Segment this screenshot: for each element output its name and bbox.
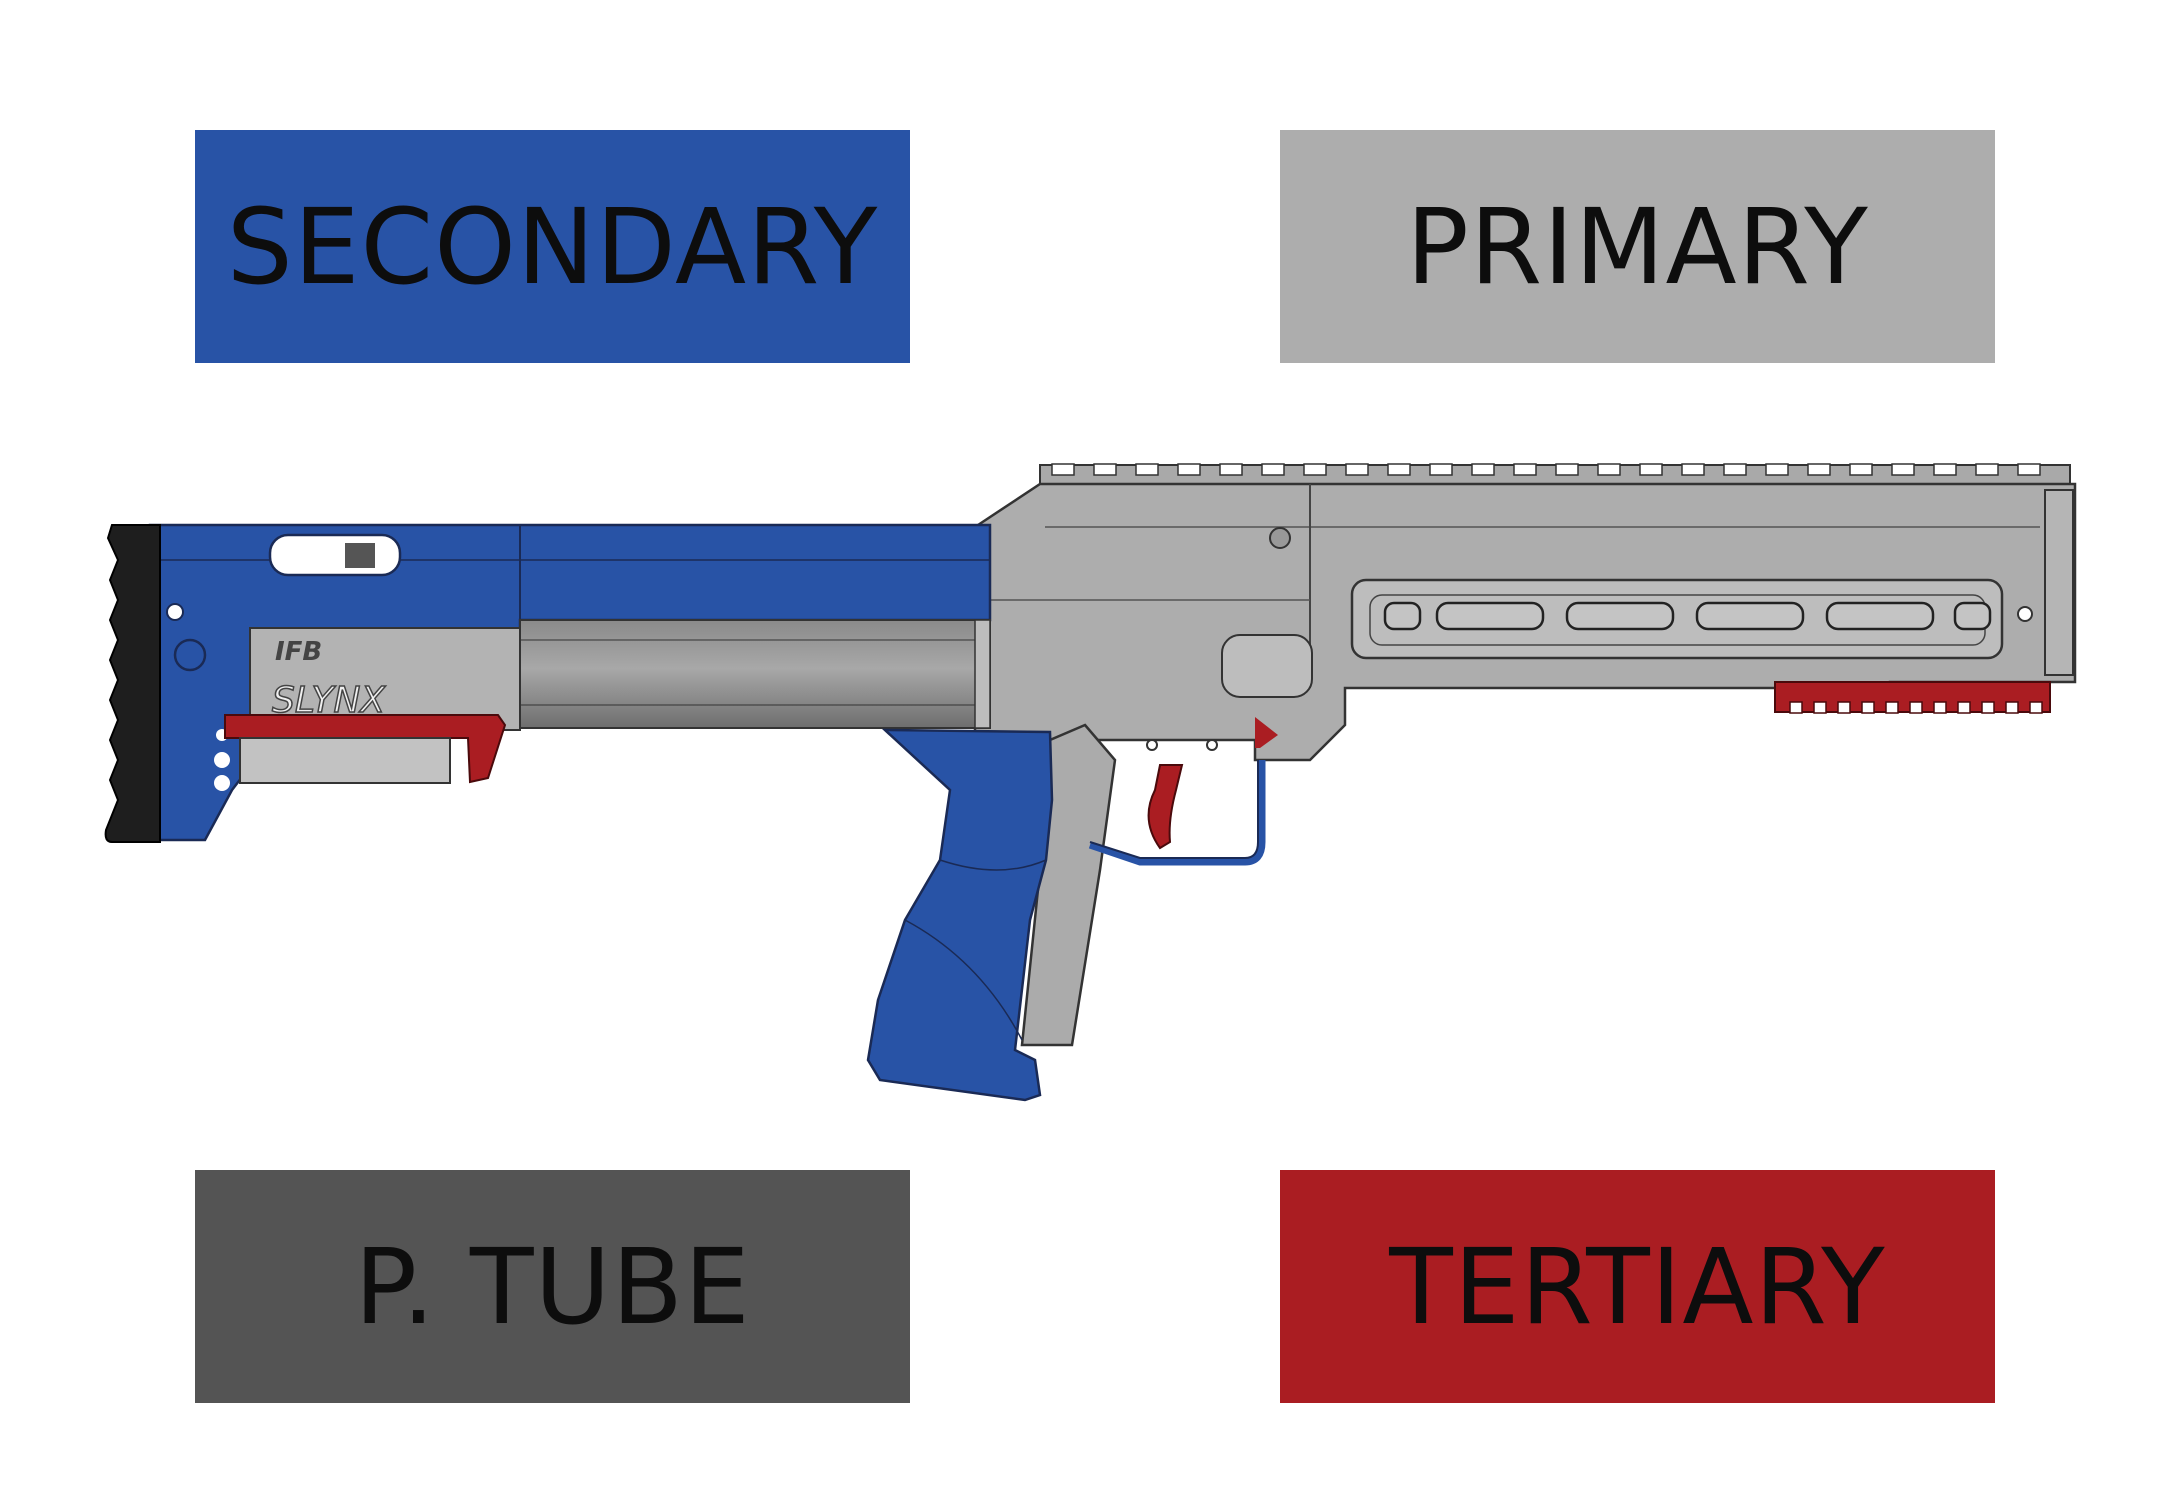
rail-notch	[1933, 463, 1957, 476]
rail-notch	[1909, 701, 1923, 714]
rail-notch	[1723, 463, 1747, 476]
rail-notch	[1639, 463, 1663, 476]
rail-notch	[1837, 701, 1851, 714]
legend-swatch-secondary: SECONDARY	[195, 130, 910, 363]
legend-swatch-ptube: P. TUBE	[195, 1170, 910, 1403]
rail-notch	[1303, 463, 1327, 476]
rail-notch	[1981, 701, 1995, 714]
rail-notch	[1177, 463, 1201, 476]
rail-notch	[1387, 463, 1411, 476]
legend-label-secondary: SECONDARY	[226, 185, 879, 308]
rail-notch	[1051, 463, 1075, 476]
legend-label-tertiary: TERTIARY	[1389, 1225, 1886, 1348]
secondary-grip	[866, 728, 1054, 1102]
rail-notch	[1471, 463, 1495, 476]
legend-label-ptube: P. TUBE	[354, 1225, 751, 1348]
rail-notch	[1861, 701, 1875, 714]
blaster-diagram: IFB SLYNX	[104, 463, 2077, 1102]
rail-notch	[2017, 463, 2041, 476]
legend-swatch-tertiary: TERTIARY	[1280, 1170, 1995, 1403]
rail-notch	[1597, 463, 1621, 476]
rail-notch	[1885, 701, 1899, 714]
rail-notch	[1093, 463, 1117, 476]
detail-red	[1255, 717, 1278, 748]
butt-pad	[104, 524, 161, 843]
rail-notch	[1849, 463, 1873, 476]
mlok-slots	[1383, 601, 1992, 631]
rail-notch	[1933, 701, 1947, 714]
legend-label-primary: PRIMARY	[1406, 185, 1869, 308]
rail-notch	[1813, 701, 1827, 714]
stock-slot	[268, 533, 402, 577]
brand-mark: IFB	[275, 637, 322, 667]
rail-notch	[1429, 463, 1453, 476]
plunger-tube	[519, 619, 991, 729]
bottom-rail	[1774, 681, 2051, 714]
rail-notch	[2029, 701, 2043, 714]
rail-notch	[1555, 463, 1579, 476]
rail-notch	[1135, 463, 1159, 476]
rail-notch	[1261, 463, 1285, 476]
rail-notch	[2005, 701, 2019, 714]
rail-notch	[1219, 463, 1243, 476]
rail-notch	[1681, 463, 1705, 476]
rail-notch	[1513, 463, 1537, 476]
rail-notch	[1807, 463, 1831, 476]
catch-block	[239, 737, 451, 784]
rail-notch	[1789, 701, 1803, 714]
top-rail	[1039, 463, 2071, 486]
rail-notch	[1975, 463, 1999, 476]
rail-notch	[1345, 463, 1369, 476]
muzzle-cap	[2044, 489, 2074, 676]
rail-notch	[1957, 701, 1971, 714]
rail-notch	[1891, 463, 1915, 476]
trigger	[1147, 764, 1184, 850]
legend-swatch-primary: PRIMARY	[1280, 130, 1995, 363]
trigger-guard	[1088, 760, 1266, 866]
handguard-panel	[1350, 578, 2004, 660]
rail-notch	[1765, 463, 1789, 476]
